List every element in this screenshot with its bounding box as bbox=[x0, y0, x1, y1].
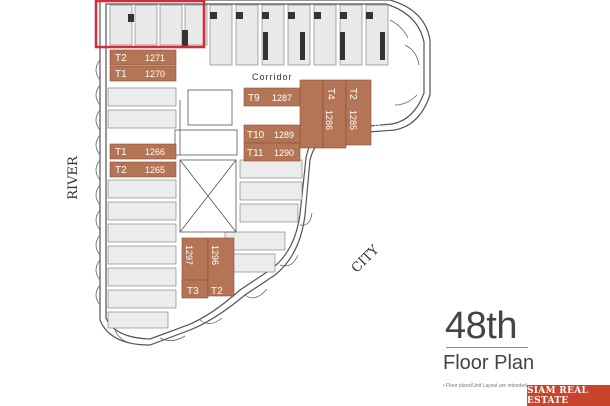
unit-number-label: 1270 bbox=[145, 69, 165, 79]
building-core bbox=[174, 89, 238, 233]
unit-type-label: T10 bbox=[247, 130, 265, 141]
structural-columns bbox=[128, 12, 385, 60]
unit-number-label: 1287 bbox=[272, 93, 292, 103]
disclaimer-note: • Floor plans/Unit Layout are intended..… bbox=[443, 383, 531, 389]
unit-number-label: 1284 bbox=[372, 108, 382, 128]
unit-number-label: 1285 bbox=[348, 110, 358, 130]
floor-number-title: 48th bbox=[445, 305, 517, 347]
unit-labels: T2 1271 T1 1270 T1 1266 T2 1265 T9 1287 … bbox=[115, 53, 382, 297]
unit-number-label: 1289 bbox=[274, 130, 294, 140]
left-units bbox=[107, 87, 177, 329]
unit-type-label: T2 bbox=[347, 88, 358, 100]
corridor-label: Corridor bbox=[252, 72, 293, 82]
unit-number-label: 1271 bbox=[145, 53, 165, 63]
unit-type-label: T11 bbox=[247, 148, 264, 159]
unit-number-label: 1266 bbox=[145, 147, 165, 157]
unit-type-label: T2 bbox=[211, 286, 223, 297]
unit-type-label: T1 bbox=[115, 69, 127, 80]
unit-number-label: 1286 bbox=[324, 110, 334, 130]
unit-number-label: 1297 bbox=[184, 245, 194, 265]
building-outline bbox=[99, 0, 431, 346]
unit-number-label: 1290 bbox=[274, 148, 294, 158]
unit-type-label: T3 bbox=[187, 286, 199, 297]
city-label: CITY bbox=[349, 242, 383, 276]
unit-type-label: T4 bbox=[325, 88, 336, 100]
unit-number-label: 1296 bbox=[210, 245, 220, 265]
unit-type-label: T1 bbox=[115, 147, 127, 158]
highlighted-units bbox=[109, 49, 372, 299]
top-units bbox=[109, 4, 389, 66]
river-label: RIVER bbox=[66, 155, 81, 200]
right-units bbox=[224, 159, 303, 273]
siam-real-estate-watermark: SIAM REAL ESTATE bbox=[527, 385, 610, 406]
bay-windows bbox=[95, 19, 420, 345]
unit-type-label: T2 bbox=[115, 165, 127, 176]
selection-frame bbox=[94, 0, 206, 49]
unit-type-label: T1 bbox=[371, 86, 382, 98]
floor-plan-subtitle: Floor Plan bbox=[443, 352, 535, 374]
title-divider bbox=[446, 347, 528, 348]
unit-type-label: T2 bbox=[115, 53, 127, 64]
unit-type-label: T9 bbox=[248, 93, 260, 104]
unit-number-label: 1265 bbox=[145, 165, 165, 175]
